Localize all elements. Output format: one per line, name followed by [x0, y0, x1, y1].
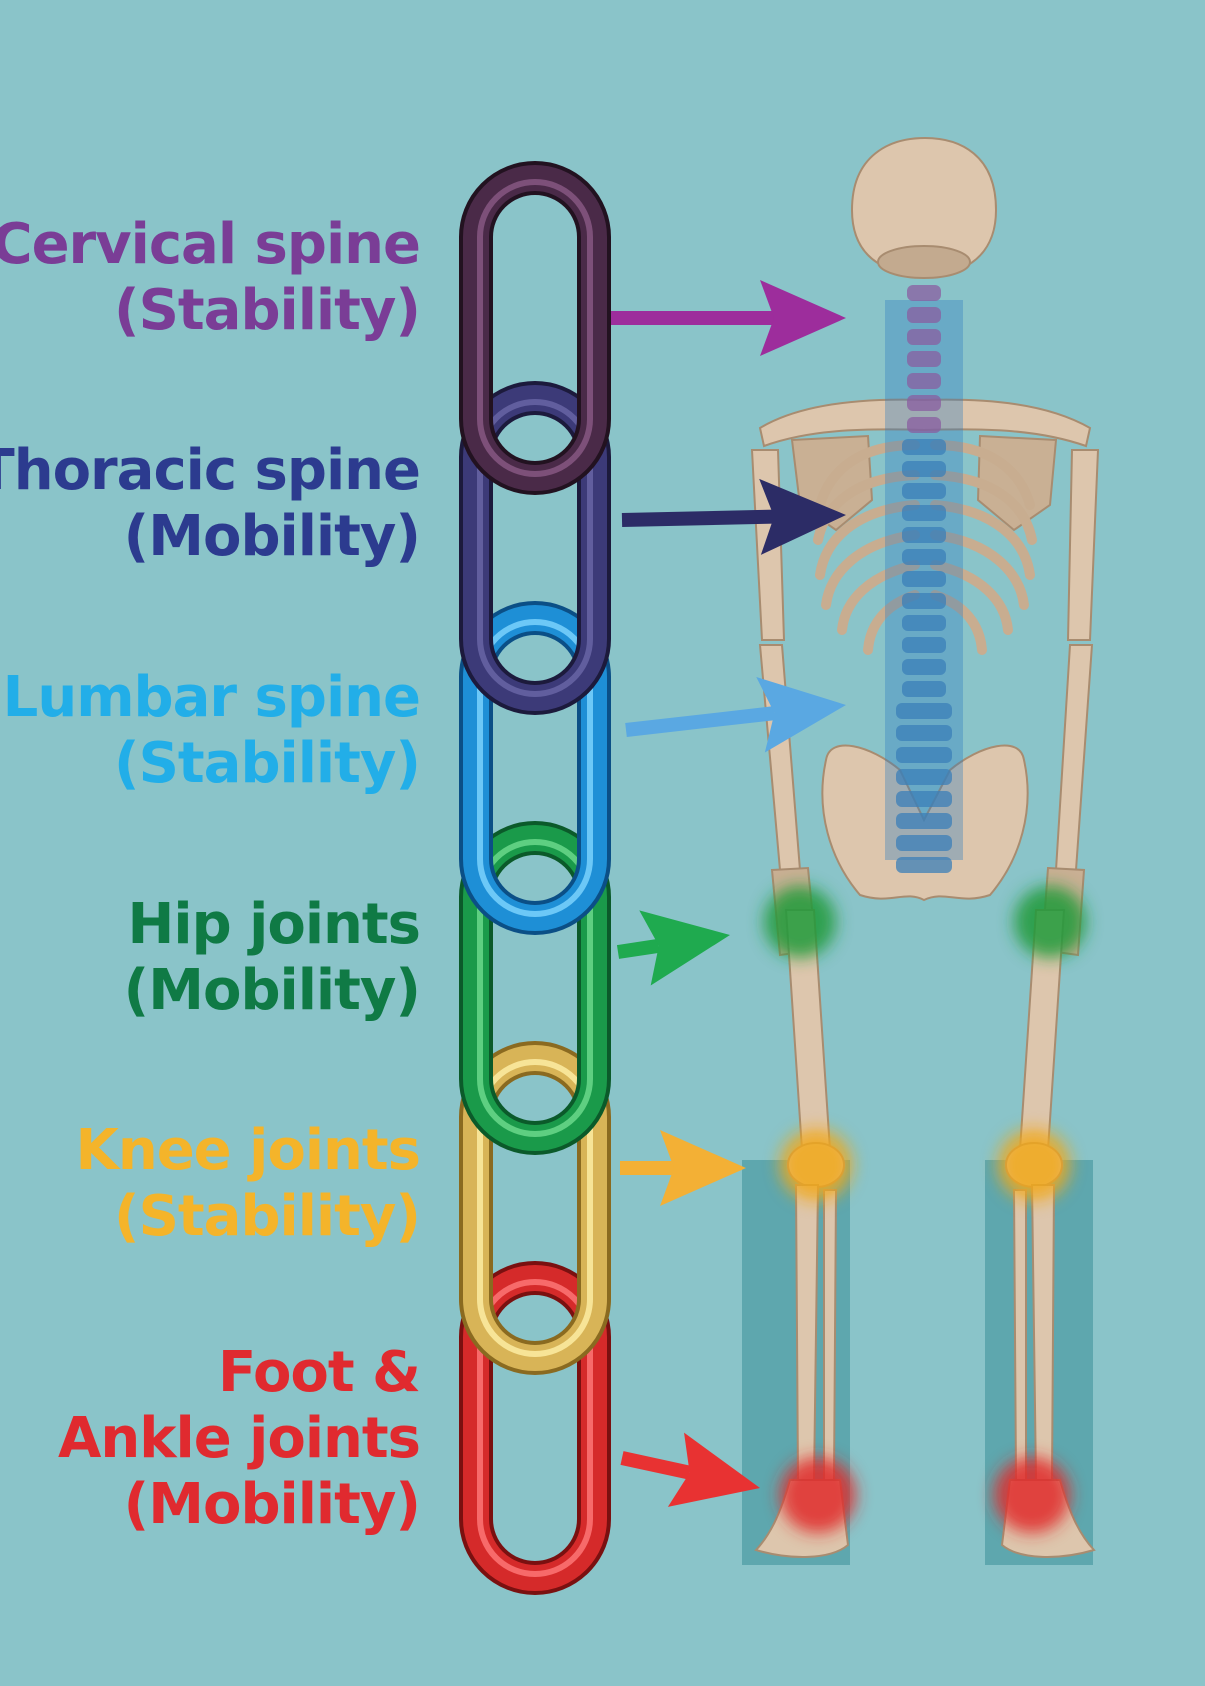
vertebra [896, 725, 952, 741]
vertebra [902, 505, 946, 521]
vertebra [907, 395, 941, 411]
vertebra [902, 681, 946, 697]
label-knee-joints: Knee joints (Stability) [75, 1118, 421, 1250]
vertebra [907, 417, 941, 433]
skull-base [877, 245, 971, 279]
vertebra [902, 615, 946, 631]
forearm-right [1054, 644, 1094, 871]
label-knee-joints-line-2: (Stability) [113, 1184, 421, 1249]
vertebra [896, 835, 952, 851]
vertebra [896, 813, 952, 829]
chain-link [459, 601, 611, 935]
label-foot-ankle-joints-line-3: (Mobility) [123, 1472, 421, 1537]
joint-glows [764, 886, 1086, 1533]
chain-link [459, 821, 611, 1155]
vertebra [896, 857, 952, 873]
knee-glow-left [780, 1129, 852, 1201]
vertebrae [896, 285, 952, 873]
vertebra [896, 791, 952, 807]
vertebra [902, 637, 946, 653]
chain-link [459, 381, 611, 715]
label-lumbar-spine: Lumbar spine (Stability) [2, 665, 421, 797]
label-foot-ankle-joints-line-1: Foot & [217, 1340, 421, 1405]
tibia-left [794, 1184, 820, 1481]
arrow [620, 1130, 746, 1206]
vertebra [902, 571, 946, 587]
vertebra [896, 703, 952, 719]
label-foot-ankle-joints-line-2: Ankle joints [58, 1406, 421, 1471]
label-hip-joints-line-2: (Mobility) [123, 958, 421, 1023]
label-thoracic-spine-line-1: Thoracic spine [0, 438, 421, 503]
tibia-right [1030, 1184, 1056, 1481]
chain-link [459, 161, 611, 495]
arrow [620, 1432, 760, 1507]
label-cervical-spine-line-1: Cervical spine [0, 212, 421, 277]
label-cervical-spine-line-2: (Stability) [113, 278, 421, 343]
label-foot-ankle-joints: Foot & Ankle joints (Mobility) [58, 1340, 421, 1538]
arrow [616, 910, 730, 986]
hip-glow-left [764, 886, 836, 958]
label-lumbar-spine-line-1: Lumbar spine [2, 665, 421, 730]
humerus-right [1066, 449, 1100, 641]
vertebra [902, 593, 946, 609]
ankle-glow-right [994, 1457, 1070, 1533]
vertebra [896, 769, 952, 785]
label-thoracic-spine-line-2: (Mobility) [123, 504, 421, 569]
vertebra [907, 307, 941, 323]
arrow [625, 676, 846, 753]
vertebra [902, 483, 946, 499]
ankle-glow-left [780, 1457, 856, 1533]
label-knee-joints-line-1: Knee joints [75, 1118, 421, 1183]
label-hip-joints-line-1: Hip joints [127, 892, 421, 957]
chain [459, 161, 611, 1595]
knee-glow-right [998, 1129, 1070, 1201]
vertebra [907, 329, 941, 345]
fibula-right [1012, 1189, 1027, 1481]
arrows [608, 280, 846, 1507]
chain-link [459, 1041, 611, 1375]
hip-glow-right [1014, 886, 1086, 958]
vertebra [902, 527, 946, 543]
vertebra [902, 549, 946, 565]
vertebra [907, 373, 941, 389]
vertebra [907, 285, 941, 301]
arrow [621, 478, 846, 555]
chain-link [459, 1261, 611, 1595]
fibula-left [823, 1189, 838, 1481]
vertebra [907, 351, 941, 367]
vertebra [896, 747, 952, 763]
label-cervical-spine: Cervical spine (Stability) [0, 212, 421, 344]
label-thoracic-spine: Thoracic spine (Mobility) [0, 438, 421, 570]
forearm-left [758, 644, 802, 871]
label-hip-joints: Hip joints (Mobility) [123, 892, 421, 1024]
vertebra [902, 461, 946, 477]
vertebra [902, 439, 946, 455]
label-lumbar-spine-line-2: (Stability) [113, 731, 421, 796]
vertebra [902, 659, 946, 675]
arrow [608, 280, 846, 356]
